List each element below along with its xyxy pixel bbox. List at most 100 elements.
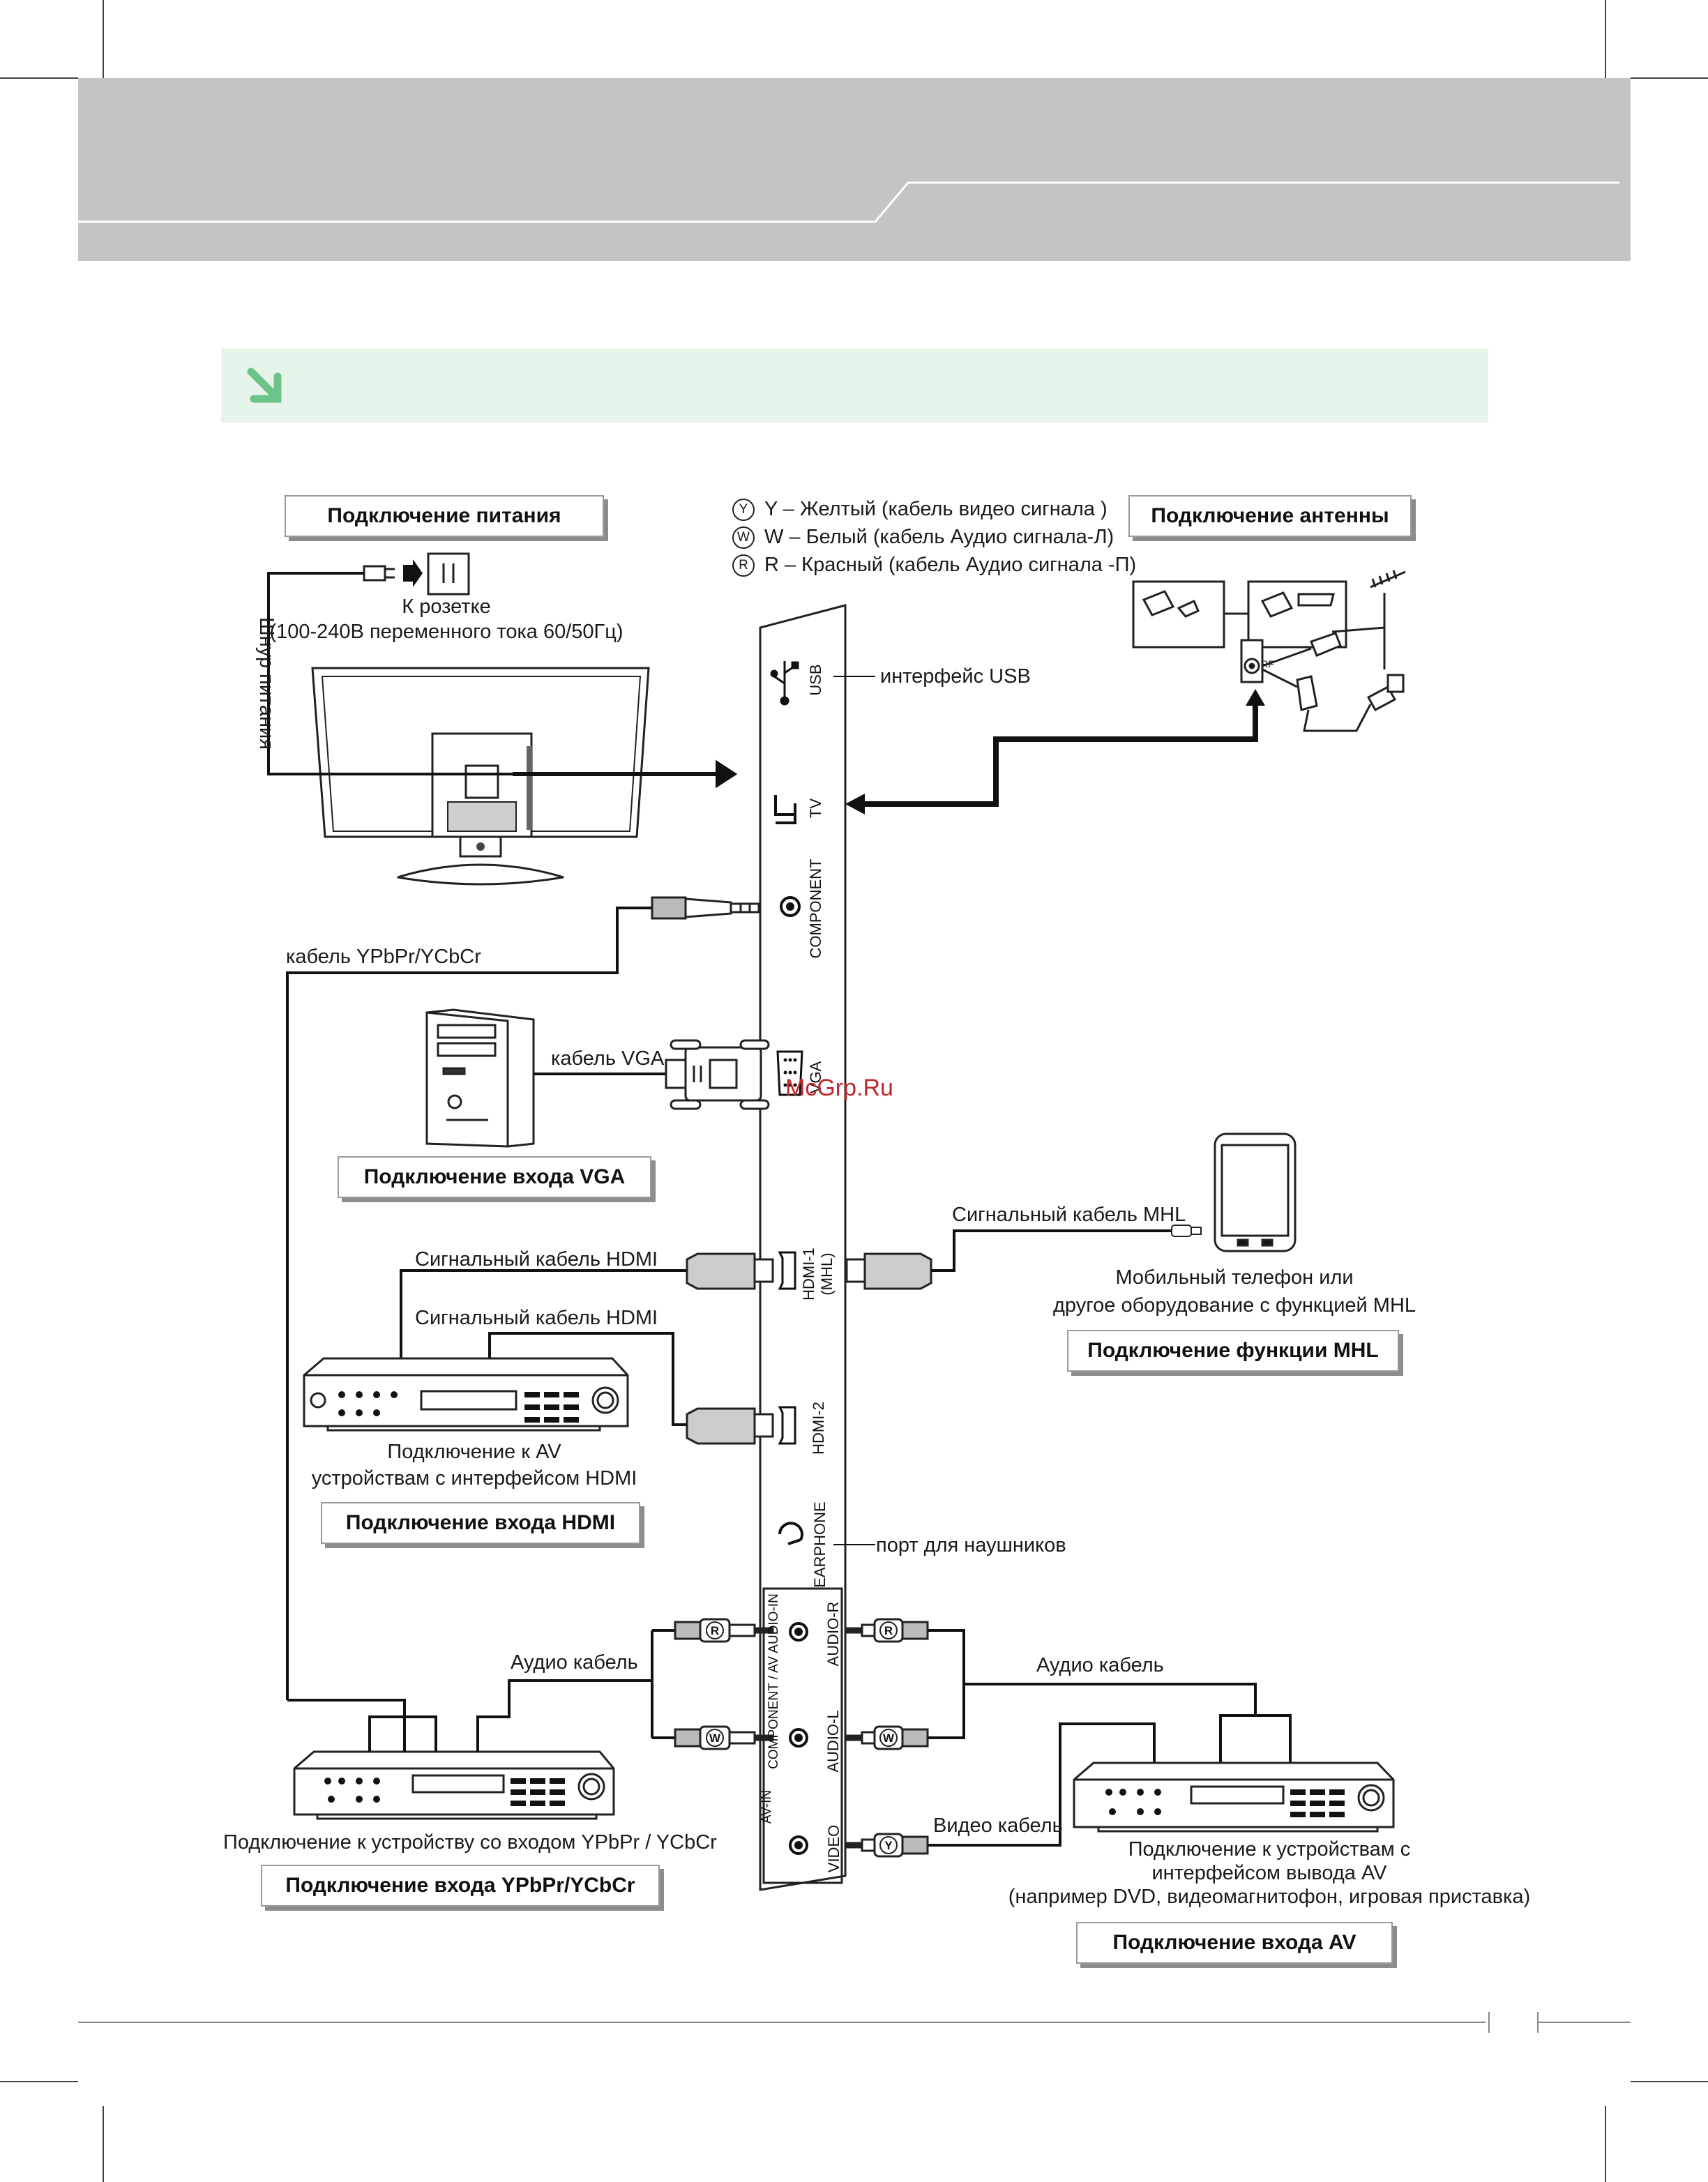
header-stripe (78, 181, 1619, 223)
hdmi-connection-title: Подключение входа HDMI (321, 1502, 640, 1544)
av-hdmi-label-1: Подключение к AV (387, 1441, 561, 1463)
legend-r-text: R – Красный (кабель Аудио сигнала -П) (764, 554, 1137, 576)
av-in-group-label: AV-IN (759, 1789, 774, 1824)
header-band (78, 78, 1631, 261)
rf-label: RF (1261, 658, 1274, 669)
component-plug-icon (651, 896, 760, 920)
arrow-to-outlet-icon (403, 559, 423, 587)
antenna-connection-title: Подключение антенны (1128, 495, 1412, 537)
antenna-illustration (1132, 570, 1406, 732)
port-mhl-label: (MHL) (818, 1252, 836, 1296)
hdmi2-port-icon (778, 1406, 796, 1445)
svg-text:W: W (709, 1732, 721, 1745)
audio-l-jack-icon (789, 1728, 808, 1748)
rca-letter-circles (706, 1621, 898, 1854)
power-cord-line (267, 572, 725, 775)
audio-cable-right-label: Аудио кабель (1036, 1654, 1164, 1676)
ypbpr-connection-title: Подключение входа YPbPr/YCbCr (261, 1865, 660, 1907)
av-device-label-3: (например DVD, видеомагнитофон, игровая … (1008, 1886, 1531, 1908)
component-jack-icon (780, 896, 801, 917)
usb-icon (770, 661, 799, 706)
ypbpr-device-illustration (293, 1750, 615, 1820)
power-arrow-icon (716, 759, 738, 789)
port-component-label: COMPONENT (807, 858, 824, 959)
antenna-arrow-tv-icon (845, 794, 865, 815)
outlet-icon (427, 552, 470, 596)
headphone-icon (778, 1522, 803, 1545)
power-connection-title: Подключение питания (285, 495, 604, 537)
footer-lines (78, 2012, 1631, 2033)
av-device-label-2: интерфейсом вывода AV (1151, 1862, 1387, 1884)
outlet-label-2: (100-240В переменного тока 60/50Гц) (269, 621, 624, 643)
mobile-phone-illustration (1214, 1132, 1297, 1252)
av-device-label-1: Подключение к устройствам с (1128, 1838, 1411, 1861)
av-hdmi-label-2: устройствам с интерфейсом HDMI (311, 1467, 637, 1490)
hdmi2-cable-line (488, 1332, 687, 1426)
legend-y-marker: Y (732, 499, 755, 522)
hdmi-av-device-illustration (303, 1357, 629, 1432)
hdmi2-plug-icon (686, 1407, 774, 1445)
port-audio-l-label: AUDIO-L (824, 1710, 842, 1773)
ypbpr-cable-label: кабель YPbPr/YCbCr (286, 946, 481, 968)
vga-plug-icon (665, 1039, 770, 1110)
section-arrow-icon (247, 368, 282, 403)
usb-description: интерфейс USB (880, 665, 1031, 688)
mobile-label-1: Мобильный телефон или (1115, 1266, 1354, 1289)
port-earphone-label: EARPHONE (811, 1501, 829, 1588)
hdmi-cable-label-2: Сигнальный кабель HDMI (415, 1307, 658, 1329)
tv-side-panel (759, 604, 847, 1891)
mhl-plug-icon (845, 1252, 932, 1290)
svg-text:W: W (883, 1732, 895, 1745)
audio-r-jack-icon (789, 1622, 808, 1642)
av-device-illustration (1073, 1761, 1395, 1833)
antenna-arrow-up-icon (1246, 689, 1265, 706)
av-connection-title: Подключение входа AV (1076, 1922, 1393, 1964)
legend-w-marker: W (732, 526, 755, 550)
mhl-connection-title: Подключение функции MHL (1067, 1330, 1399, 1372)
outlet-label-1: К розетке (402, 596, 491, 618)
watermark: McGrp.Ru (785, 1075, 893, 1101)
vga-port-icon (776, 1050, 803, 1096)
rca-plug-w-left-icon (674, 1725, 774, 1750)
port-video-label: VIDEO (825, 1824, 842, 1873)
rca-letters: R W R W Y (709, 1624, 895, 1852)
port-hdmi2-label: HDMI-2 (810, 1402, 827, 1455)
pc-tower-illustration (425, 1008, 535, 1148)
power-plug-icon (363, 565, 395, 582)
vga-cable-label: кабель VGA (551, 1047, 665, 1070)
av-device-cables (928, 1629, 1292, 1847)
port-audio-r-label: AUDIO-R (824, 1601, 842, 1667)
hdmi-cable-label-1: Сигнальный кабель HDMI (415, 1248, 658, 1271)
component-av-audio-group-label: COMPONENT / AV AUDIO-IN (766, 1593, 781, 1769)
port-usb-label: USB (807, 664, 824, 696)
hdmi1-plug-icon (686, 1252, 774, 1290)
vga-connection-title: Подключение входа VGA (338, 1156, 651, 1198)
ypbpr-cable-line (286, 907, 652, 1700)
svg-text:R: R (711, 1624, 719, 1637)
video-cable-label: Видео кабель (933, 1814, 1063, 1837)
micro-usb-plug-icon (1171, 1225, 1202, 1237)
legend-w-text: W – Белый (кабель Аудио сигнала-Л) (764, 526, 1114, 548)
section-band (221, 349, 1488, 423)
mobile-label-2: другое оборудование с функцией MHL (1052, 1294, 1416, 1317)
legend-w: W W – Белый (кабель Аудио сигнала-Л) (732, 526, 1114, 550)
svg-text:R: R (884, 1624, 893, 1637)
earphone-description: порт для наушников (876, 1534, 1066, 1556)
antenna-cable-line (858, 697, 1258, 807)
power-cord-label: Шнур питания (255, 617, 278, 750)
video-jack-icon (789, 1835, 808, 1855)
port-tv-label: TV (807, 798, 824, 819)
legend-r: R R – Красный (кабель Аудио сигнала -П) (732, 554, 1136, 577)
ypbpr-device-cables (287, 1629, 675, 1752)
audio-cable-left-label: Аудио кабель (511, 1651, 638, 1674)
svg-text:Y: Y (884, 1839, 893, 1852)
mhl-cable-line (931, 1229, 1172, 1272)
mhl-cable-label: Сигнальный кабель MHL (952, 1204, 1186, 1226)
legend-r-marker: R (732, 554, 755, 577)
tv-back-illustration (311, 667, 650, 886)
ypbpr-device-label: Подключение к устройству со входом YPbPr… (223, 1831, 717, 1854)
